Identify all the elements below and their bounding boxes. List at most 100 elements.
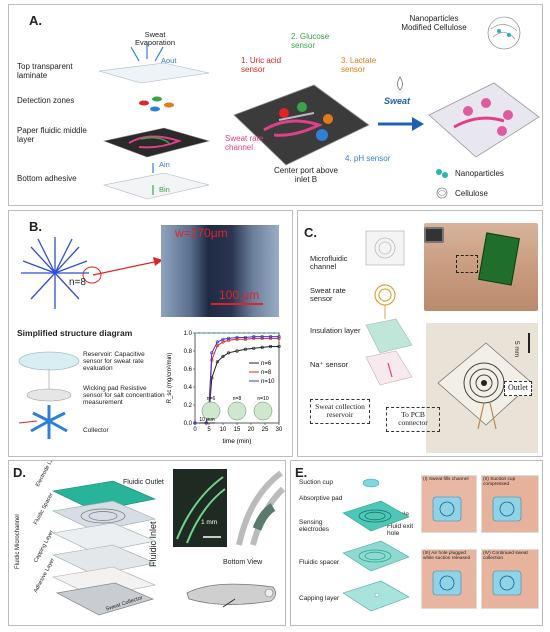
chart-inset-label: n=6	[207, 396, 216, 402]
scale-label-c: 5 mm	[513, 341, 520, 358]
pcb-connector-label: To PCB connector	[386, 407, 440, 432]
a-out-label: Aout	[161, 56, 177, 65]
chart-y-tick-label: 0.8	[184, 349, 193, 355]
paper-fluidic-label: Paper fluidic middle layer	[17, 126, 87, 144]
chart-point-n10	[221, 337, 225, 341]
bottom-adhesive-label: Bottom adhesive	[17, 174, 77, 183]
chart-legend-label: n=6	[261, 361, 272, 367]
chart-y-tick-label: 0.6	[184, 367, 193, 373]
chart-x-tick-label: 10	[220, 427, 227, 433]
chart-point-n8	[268, 336, 273, 340]
chart-inset-scale-label: 10 mm	[199, 417, 214, 423]
step-2-label: (II) Suction cup compressed	[483, 477, 516, 488]
panel-d: D. Fluidic Outlet Electrode Layer Fluidi…	[8, 460, 286, 626]
chart-x-tick-label: 5	[207, 427, 211, 433]
chart-point-n6	[243, 347, 247, 351]
sweat-collector-base	[55, 582, 155, 616]
top-laminate-label: Top transparent laminate	[17, 62, 73, 80]
chart-y-tick-label: 0.2	[184, 403, 193, 409]
chart-point-n10	[268, 335, 273, 339]
b-in-label: Bin	[159, 185, 170, 194]
fluidic-outlet-label: Fluidic Outlet	[123, 479, 164, 486]
panel-b: B. n=8 w=270μm 100 μm Simplified structu…	[8, 210, 293, 457]
glucose-sensor-label: 2. Glucose sensor	[291, 32, 330, 50]
chart-point-n10	[210, 351, 214, 355]
center-port-label: Center port above inlet B	[273, 166, 339, 184]
top-laminate-layer	[98, 62, 210, 84]
micrograph	[161, 225, 279, 317]
micrograph-scale-label: 100 μm	[219, 288, 260, 302]
exploded-sensor-layers	[365, 230, 413, 386]
chart-y-axis-label: R_sc (mg/cm²/min)	[167, 353, 173, 404]
chart-point-n10	[243, 335, 247, 340]
lactate-sensor-label: 3. Lactate sensor	[341, 56, 377, 74]
radial-branches	[21, 237, 89, 309]
chart-point-n10	[215, 340, 220, 344]
sweat-arrow	[378, 117, 424, 131]
absorptive-pad-label: Absorptive pad	[299, 495, 343, 502]
chart-point-n6	[226, 351, 231, 355]
chart-point-n10	[226, 336, 231, 340]
bottom-view-device	[186, 583, 276, 608]
exploded-layers-d	[52, 480, 157, 616]
step-3-label: (III) Air hole plugged while suction rel…	[423, 551, 471, 562]
chart-legend-label: n=10	[261, 379, 275, 385]
chart-inset-label: n=8	[233, 396, 242, 402]
chart-x-axis-label: time (min)	[223, 438, 252, 445]
sweat-rate-sensor-label: Sweat rate sensor	[310, 286, 346, 304]
panel-c-label: C.	[304, 225, 317, 240]
chart-point-n10	[193, 421, 197, 425]
nanoparticles-title: Nanoparticles Modified Cellulose	[401, 14, 467, 32]
channel-width-label: w=270μm	[175, 226, 228, 240]
chart-point-n10	[260, 335, 264, 339]
paper-fluidic-layer	[102, 127, 211, 158]
chart-point-n6	[268, 344, 273, 349]
reservoir-label: Reservoir: Capacitive sensor for sweat r…	[83, 351, 145, 373]
chart-inset-image	[201, 401, 221, 421]
capping-layer-label-e: Capping layer	[299, 595, 340, 602]
worn-patch	[456, 255, 478, 273]
legend-cellulose: Cellulose	[455, 189, 488, 198]
micrograph-scale-bar	[211, 303, 263, 305]
collection-reservoir-label: Sweat collection reservoir	[310, 399, 370, 424]
chart-point-n8	[260, 336, 264, 340]
fluidic-spacer-label-e: Fluidic spacer	[299, 559, 340, 566]
na-sensor-label: Na⁺ sensor	[310, 360, 349, 369]
patch-spiral	[437, 342, 533, 430]
fluid-exit-label: Fluid exit hole	[387, 523, 414, 538]
sweat-rate-channel-label: Sweat rate channel	[225, 134, 264, 152]
chart-point-n6	[235, 349, 239, 353]
channel-micrograph-lines	[176, 476, 226, 544]
n8-label: n=8	[69, 277, 86, 288]
chart-inset-label: n=10	[257, 396, 268, 402]
step-1-label: (I) Sweat fills channel	[423, 477, 469, 482]
evaporation-arrows	[130, 43, 164, 62]
chart-legend-label: n=8	[261, 370, 272, 376]
cellulose-legend-icon	[436, 187, 448, 199]
sweat-arrow-label: Sweat	[384, 96, 411, 106]
phone-icon	[424, 227, 444, 243]
chart-point-n10	[277, 335, 281, 339]
panel-d-label: D.	[13, 465, 26, 480]
chart-y-tick-label: 0.4	[184, 385, 193, 391]
chart-x-tick-label: 0	[193, 427, 197, 433]
panel-a-label: A.	[29, 13, 42, 28]
chart-x-tick-label: 30	[276, 427, 283, 433]
modified-device	[428, 82, 540, 158]
chart-point-n10	[252, 335, 256, 339]
bottom-view-label: Bottom View	[223, 559, 263, 566]
chart-point-n6	[215, 360, 220, 364]
chart-x-tick-label: 20	[248, 427, 255, 433]
panel-a: A. Sweat Evaporation Aout Top transparen…	[8, 4, 543, 206]
panel-b-label: B.	[29, 219, 42, 234]
wicking-label: Wicking pad Resistive sensor for salt co…	[83, 385, 165, 407]
exploded-layers-e	[342, 478, 410, 612]
legend-nanoparticles: Nanoparticles	[455, 169, 504, 178]
chart-point-n8	[215, 344, 220, 348]
uric-acid-sensor-label: 1. Uric acid sensor	[241, 56, 282, 74]
chart-point-n6	[252, 346, 256, 350]
chart-point-n10	[235, 335, 239, 340]
a-in-label: Ain	[159, 160, 170, 169]
structure-diagram-title: Simplified structure diagram	[17, 328, 133, 338]
chart-point-n6	[260, 345, 264, 350]
